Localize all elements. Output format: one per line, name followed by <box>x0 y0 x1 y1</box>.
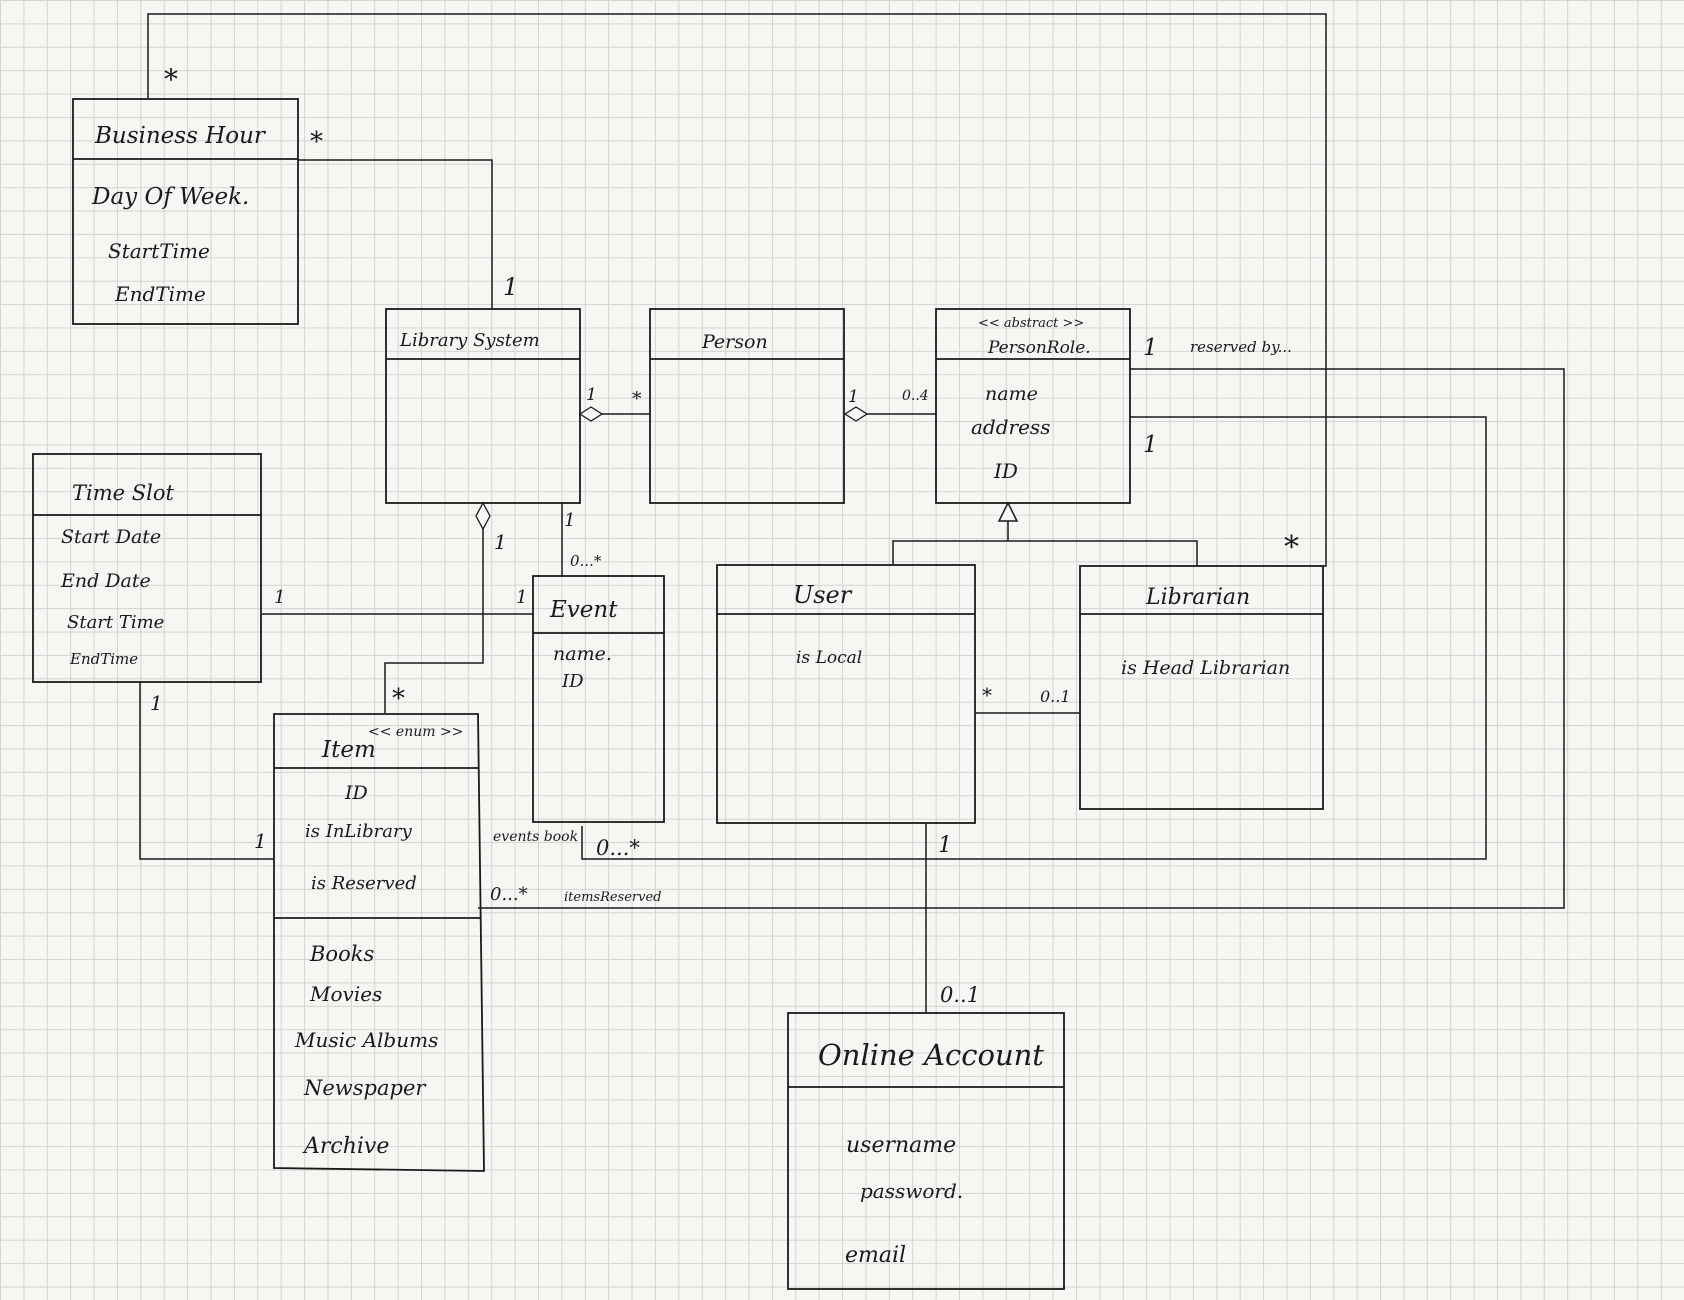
bh-to-library-system-line <box>298 159 493 309</box>
generalization-triangle <box>997 501 1019 522</box>
person-role-title: PersonRole. <box>987 338 1091 358</box>
time-slot-attr: Start Time <box>67 612 164 633</box>
time-slot-attr: Start Date <box>61 526 161 548</box>
librarian-title: Librarian <box>1145 585 1250 610</box>
online-account-attr: password. <box>860 1179 963 1203</box>
role-label: reserved by... <box>1190 338 1292 356</box>
business-hour-attr: EndTime <box>114 282 206 306</box>
business-hour-attr: StartTime <box>108 239 210 263</box>
generalization-branch-line <box>892 540 1198 566</box>
item-literal: Movies <box>309 982 382 1006</box>
multiplicity-label: 0...* <box>570 552 602 570</box>
class-event[interactable]: Event name. ID <box>532 575 665 823</box>
item-stereotype: << enum >> <box>368 724 463 740</box>
multiplicity-label: 1 <box>274 587 285 608</box>
personrole-to-items-reserved-line <box>478 368 1565 909</box>
class-librarian[interactable]: Librarian is Head Librarian <box>1079 565 1324 810</box>
library-system-to-item-line <box>384 528 484 713</box>
multiplicity-label: 1 <box>494 530 507 554</box>
time-slot-attr: EndTime <box>69 650 138 668</box>
item-title: Item <box>321 737 376 763</box>
multiplicity-labels: * * 1 1 * 1 0..4 1 reserved by... 1 * 1 … <box>150 63 1299 1007</box>
multiplicity-label: * <box>982 683 992 707</box>
composition-diamond-library-item <box>475 501 491 531</box>
multiplicity-label: 0..4 <box>902 388 929 404</box>
role-label: itemsReserved <box>564 890 662 905</box>
composition-diamond-library-person <box>578 406 604 422</box>
multiplicity-label: * <box>632 388 642 410</box>
item-literal: Books <box>309 942 374 966</box>
personrole-to-events-book-line <box>581 416 1487 860</box>
multiplicity-label: 0...* <box>596 836 640 860</box>
business-hour-attr: Day Of Week. <box>91 184 249 210</box>
multiplicity-label: 1 <box>848 387 859 407</box>
composition-diamond-person-role <box>843 406 869 422</box>
multiplicity-label: * <box>392 684 405 714</box>
associations <box>139 13 1565 1013</box>
multiplicity-label: 1 <box>503 273 518 301</box>
class-item[interactable]: << enum >> Item ID is InLibrary is Reser… <box>273 713 485 1172</box>
item-literal: Music Albums <box>294 1028 438 1052</box>
multiplicity-label: 1 <box>254 829 267 853</box>
librarian-attr: is Head Librarian <box>1121 657 1290 679</box>
item-attr: is InLibrary <box>305 821 413 842</box>
person-role-stereotype: << abstract >> <box>978 316 1084 331</box>
online-account-attr: email <box>845 1243 906 1268</box>
business-hour-title: Business Hour <box>94 123 267 149</box>
multiplicity-label: 1 <box>516 587 527 608</box>
timeslot-to-item-line <box>139 682 274 860</box>
class-library-system[interactable]: Library System <box>385 308 581 504</box>
multiplicity-label: 1 <box>1143 432 1158 458</box>
multiplicity-label: 1 <box>564 510 575 531</box>
class-person-role[interactable]: << abstract >> PersonRole. name address … <box>935 308 1131 504</box>
online-account-title: Online Account <box>818 1038 1044 1072</box>
class-online-account[interactable]: Online Account username password. email <box>787 1012 1065 1290</box>
user-attr: is Local <box>796 648 862 668</box>
class-time-slot[interactable]: Time Slot Start Date End Date Start Time… <box>32 453 262 683</box>
class-user[interactable]: User is Local <box>716 564 976 824</box>
multiplicity-label: 0...* <box>490 884 528 905</box>
time-slot-title: Time Slot <box>72 481 174 505</box>
class-business-hour[interactable]: Business Hour Day Of Week. StartTime End… <box>72 98 299 325</box>
bh-to-personrole-line <box>147 13 1327 567</box>
event-attr: name. <box>553 643 612 665</box>
multiplicity-label: 1 <box>938 833 952 858</box>
multiplicity-label: 1 <box>586 385 597 405</box>
event-attr: ID <box>561 671 584 692</box>
person-title: Person <box>701 331 768 353</box>
multiplicity-label: 0..1 <box>1040 687 1071 706</box>
multiplicity-label: 0..1 <box>940 983 980 1007</box>
item-attr: is Reserved <box>311 873 417 894</box>
library-system-title: Library System <box>399 330 540 351</box>
multiplicity-label: * <box>164 63 178 96</box>
person-role-attr: ID <box>993 459 1018 483</box>
online-account-attr: username <box>846 1133 956 1158</box>
item-literal: Archive <box>302 1134 389 1159</box>
person-role-attr: name <box>985 383 1038 405</box>
event-title: Event <box>549 597 618 623</box>
role-label: events book <box>493 829 578 845</box>
item-literal: Newspaper <box>303 1076 427 1100</box>
multiplicity-label: 1 <box>150 691 163 715</box>
item-attr: ID <box>344 782 368 804</box>
person-role-attr: address <box>971 415 1050 439</box>
multiplicity-label: * <box>1284 530 1299 565</box>
time-slot-attr: End Date <box>60 570 151 592</box>
multiplicity-label: 1 <box>1143 335 1158 361</box>
user-title: User <box>793 581 853 609</box>
class-person[interactable]: Person <box>649 308 845 504</box>
multiplicity-label: * <box>310 127 323 157</box>
